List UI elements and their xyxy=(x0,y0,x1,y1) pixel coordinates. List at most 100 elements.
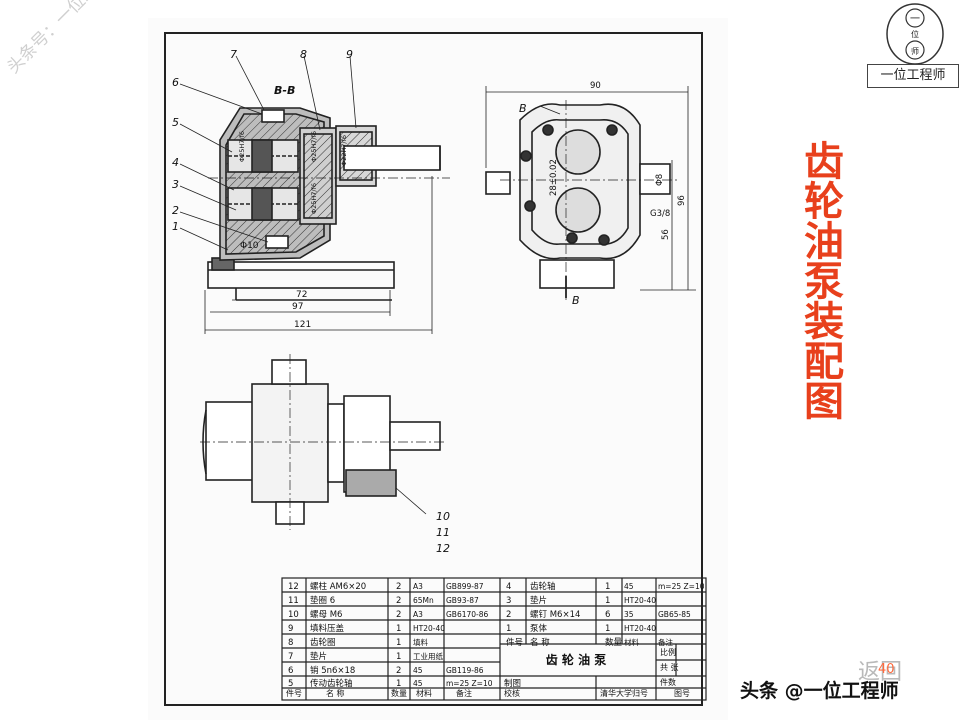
bom-row2-material: 材料 xyxy=(624,637,639,647)
bom-row2-name: 垫片 xyxy=(530,595,547,606)
bom-row2-material: 35 xyxy=(624,610,634,619)
bom-footer-note: 备注 xyxy=(456,688,472,698)
driven-gear-outline xyxy=(555,187,601,233)
bom-row2-name: 泵体 xyxy=(530,623,548,634)
bom-footer-school: 清华大学归号 xyxy=(600,688,648,698)
title-block-title: 齿 轮 油 泵 xyxy=(546,652,607,667)
dimension-side: 90 xyxy=(590,81,601,91)
bom-row2-qty: 1 xyxy=(605,582,610,592)
part-callout-5: 5 xyxy=(172,116,179,129)
source-credit: 头条 @一位工程师 xyxy=(740,680,899,702)
bom-row2-note: 备注 xyxy=(658,637,673,647)
top-body-left xyxy=(205,401,259,481)
bom-row-name: 填料压盖 xyxy=(310,623,345,634)
bom-row-qty: 1 xyxy=(396,652,401,662)
bom-row-qty: 2 xyxy=(396,610,401,620)
bom-row-qty: 2 xyxy=(396,596,401,606)
front-section-view xyxy=(179,55,450,334)
bom-row2-qty: 1 xyxy=(605,624,610,634)
bom-row-no: 5 xyxy=(288,679,293,689)
bom-row-no: 8 xyxy=(288,638,293,648)
bom-row-name: 传动齿轮轴 xyxy=(310,678,353,689)
dimension-fit: Φ25H7/f6 xyxy=(310,131,318,162)
bom-footer-drawing-no: 图号 xyxy=(674,689,690,698)
bom-row-material: A3 xyxy=(413,610,423,619)
bom-row-no: 7 xyxy=(288,652,293,662)
bom-row-qty: 1 xyxy=(396,679,401,689)
bom-row2-qty: 1 xyxy=(605,596,610,606)
bom-footer-no: 件号 xyxy=(286,688,302,698)
top-stud xyxy=(345,469,397,497)
bom-row2-note: m=25 Z=10 xyxy=(658,582,705,591)
drive-shaft xyxy=(343,145,441,171)
dimension-fit: Φ25H7/f6 xyxy=(310,183,318,214)
bom-row-name: 垫片 xyxy=(310,651,327,662)
back-link[interactable]: 返回 xyxy=(858,660,903,685)
bom-footer-check: 校核 xyxy=(504,688,520,698)
side-base xyxy=(539,259,615,289)
part-callout-4: 4 xyxy=(172,156,179,169)
bom-row-note: GB6170-86 xyxy=(446,610,489,619)
part-callout-10: 10 xyxy=(436,510,450,523)
bom-row-name: 垫圈 6 xyxy=(310,595,335,606)
part-callout-11: 11 xyxy=(436,526,450,539)
top-view xyxy=(200,354,446,530)
pump-body-outline xyxy=(519,103,641,260)
drive-gear-outline xyxy=(555,129,601,175)
bom-row-qty: 2 xyxy=(396,582,401,592)
dimension-side: 28±0.02 xyxy=(549,159,559,196)
bom-row-material: 填料 xyxy=(413,637,428,647)
bom-row-no: 11 xyxy=(288,596,299,606)
drawing-frame xyxy=(164,32,703,706)
dimension-side: Φ8 xyxy=(655,174,665,186)
title-block-sheet: 共 张 xyxy=(660,663,679,672)
bom-row-note: m=25 Z=10 xyxy=(446,679,493,688)
bom-row-material: HT20-40 xyxy=(413,624,445,633)
part-callout-2: 2 xyxy=(172,204,179,217)
bom-row-no: 6 xyxy=(288,666,293,676)
top-shaft xyxy=(389,421,441,451)
bom-row-material: A3 xyxy=(413,582,423,591)
inlet-plug xyxy=(485,171,511,195)
side-view xyxy=(485,86,696,300)
dimension-front: 121 xyxy=(294,320,311,330)
bom-footer-name: 名 称 xyxy=(326,688,345,698)
part-callout-1: 1 xyxy=(172,220,179,233)
dimension-fit: Φ22H7/f6 xyxy=(340,135,348,166)
dimension-front: 97 xyxy=(292,302,303,312)
bom-row2-no: 2 xyxy=(506,610,511,620)
logo-char-1: 一 xyxy=(910,14,920,25)
bom-row-material: 45 xyxy=(413,679,423,688)
logo-char-3: 师 xyxy=(911,46,919,56)
bom-row-material: 工业用纸 xyxy=(413,651,443,661)
bom-row-material: 65Mn xyxy=(413,596,434,605)
page-number: 40 xyxy=(878,662,895,677)
outlet-port xyxy=(639,163,671,195)
bom-row-name: 齿轮圈 xyxy=(310,637,336,648)
part-callout-7: 7 xyxy=(230,48,237,61)
bom-row2-material: 45 xyxy=(624,582,634,591)
bom-row-no: 10 xyxy=(288,610,299,620)
bom-row2-name: 螺钉 M6×14 xyxy=(530,609,580,620)
logo-char-2: 位 xyxy=(911,29,919,39)
bom-row-note: GB93-87 xyxy=(446,596,479,605)
bom-row2-no: 件号 xyxy=(506,637,523,648)
section-label: B-B xyxy=(274,84,295,97)
part-callout-12: 12 xyxy=(436,542,450,555)
bom-table xyxy=(281,577,707,701)
title-block-scale: 比例 xyxy=(660,647,676,657)
bom-row-name: 销 5n6×18 xyxy=(310,665,355,676)
bom-row2-no: 3 xyxy=(506,596,511,606)
dimension-front: 72 xyxy=(296,290,307,300)
part-callout-9: 9 xyxy=(346,48,353,61)
bom-row2-no: 1 xyxy=(506,624,511,634)
bom-row2-name: 名 称 xyxy=(530,637,550,648)
bom-row2-name: 齿轮轴 xyxy=(530,581,556,592)
bom-row-note: GB899-87 xyxy=(446,582,484,591)
top-boss-upper xyxy=(271,359,307,385)
